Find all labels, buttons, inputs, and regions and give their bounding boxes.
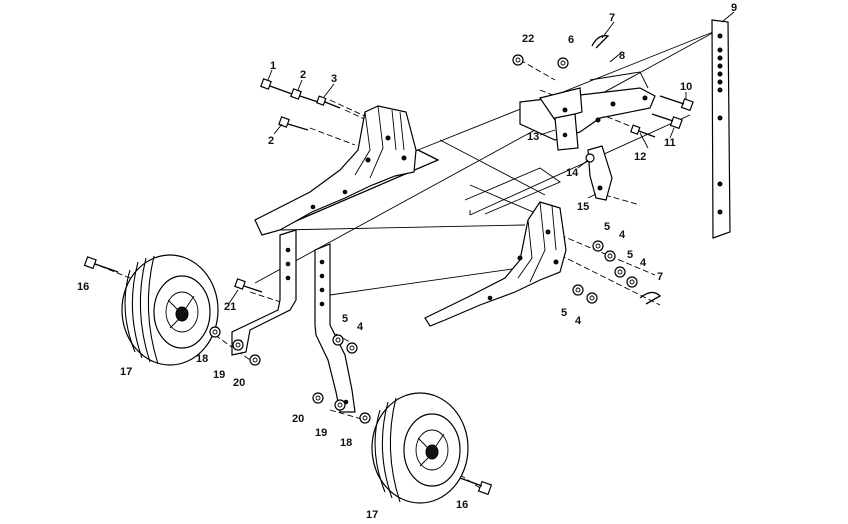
leader-lines — [227, 11, 735, 306]
label-22: 22 — [522, 33, 534, 45]
label-16: 16 — [77, 281, 89, 293]
label-4: 4 — [619, 229, 626, 241]
label-7: 7 — [609, 12, 615, 24]
label-2: 2 — [268, 135, 274, 147]
label-5: 5 — [627, 249, 633, 261]
part-number-labels: 1 2 3 2 22 6 7 8 9 10 11 12 13 14 15 5 4… — [77, 2, 737, 521]
nuts-and-washers — [209, 35, 662, 424]
depth-bar — [711, 19, 731, 239]
left-bracket — [254, 105, 417, 236]
label-13: 13 — [527, 131, 539, 143]
bolts — [83, 78, 694, 496]
right-wheel-arm — [314, 243, 356, 413]
label-12: 12 — [634, 151, 646, 163]
label-4: 4 — [575, 315, 582, 327]
label-18: 18 — [196, 353, 208, 365]
label-4: 4 — [357, 321, 364, 333]
label-19: 19 — [315, 427, 327, 439]
label-15: 15 — [577, 201, 589, 213]
label-16: 16 — [456, 499, 468, 511]
label-10: 10 — [680, 81, 692, 93]
label-11: 11 — [664, 137, 676, 149]
label-20: 20 — [292, 413, 304, 425]
label-19: 19 — [213, 369, 225, 381]
label-5: 5 — [342, 313, 348, 325]
left-wheel — [121, 254, 219, 366]
label-7: 7 — [657, 271, 663, 283]
center-plate — [464, 167, 561, 215]
label-5: 5 — [604, 221, 610, 233]
hitch-bar — [519, 71, 656, 151]
right-wheel — [371, 392, 469, 504]
label-21: 21 — [224, 301, 236, 313]
label-8: 8 — [619, 50, 625, 62]
label-6: 6 — [568, 34, 574, 46]
label-17: 17 — [366, 509, 378, 521]
right-bracket — [424, 201, 567, 327]
label-1: 1 — [270, 60, 276, 72]
label-14: 14 — [566, 167, 579, 179]
left-wheel-arm — [231, 229, 297, 356]
label-20: 20 — [233, 377, 245, 389]
label-17: 17 — [120, 366, 132, 378]
label-3: 3 — [331, 73, 337, 85]
label-5: 5 — [561, 307, 567, 319]
label-4: 4 — [640, 257, 647, 269]
label-9: 9 — [731, 2, 737, 14]
label-2: 2 — [300, 69, 306, 81]
label-18: 18 — [340, 437, 352, 449]
